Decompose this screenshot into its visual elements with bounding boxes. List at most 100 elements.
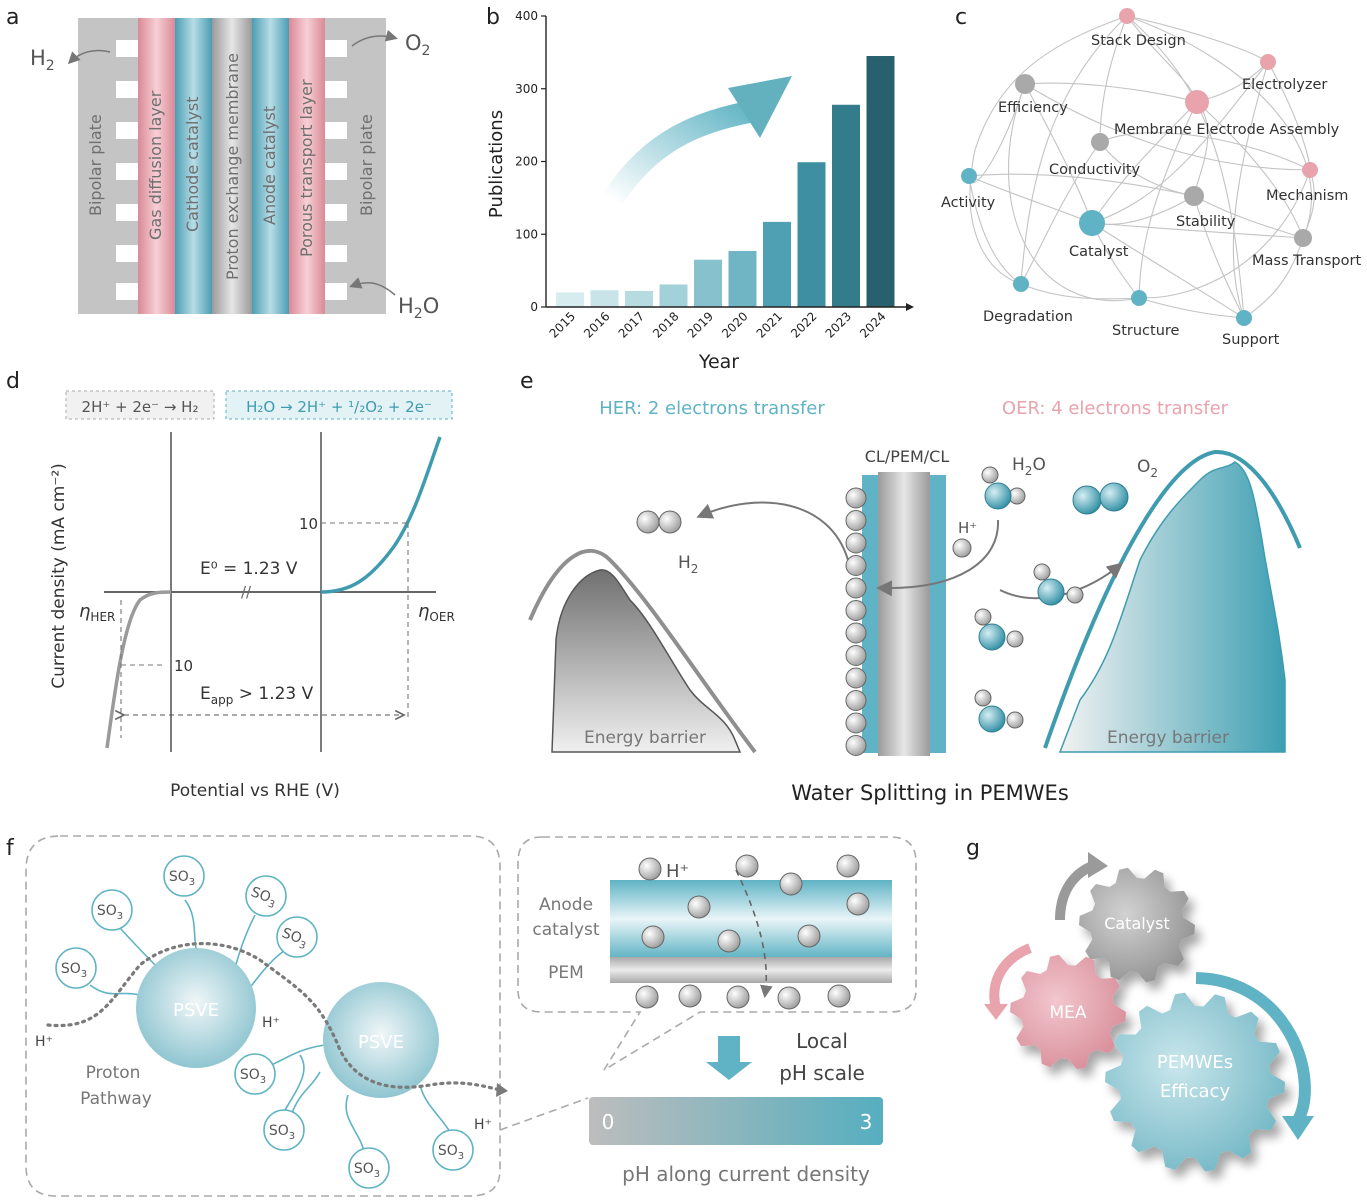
so3-ring <box>163 855 205 897</box>
label-catalyst: Catalyst <box>1069 244 1129 260</box>
so3-label: SO3 <box>354 1161 380 1180</box>
node-electrolyzer <box>1260 54 1276 70</box>
ph-callout-bubble <box>517 836 917 1071</box>
proton-ball-f <box>635 985 659 1009</box>
anode-catalyst-layer <box>252 18 289 314</box>
layer-label-anode: Anode catalyst <box>260 106 279 225</box>
bar-2015 <box>556 292 584 307</box>
pemwes-efficacy-gear-icon <box>1105 992 1285 1172</box>
label-electrolyzer: Electrolyzer <box>1242 77 1327 93</box>
chain-ball <box>845 487 867 509</box>
proton-ball-f <box>836 854 860 878</box>
so3-ring <box>276 916 318 958</box>
chain-ball <box>845 577 867 599</box>
layer-label-cathode: Cathode catalyst <box>183 97 202 232</box>
h2o-label-a: H2O <box>398 294 439 322</box>
bar-2023 <box>832 104 860 307</box>
label-conductivity: Conductivity <box>1049 162 1141 178</box>
eta-her-label: ηHER <box>79 601 115 624</box>
pem-bar <box>610 957 892 983</box>
so3-label: SO3 <box>169 869 195 888</box>
eta-oer-label: ηOER <box>418 601 455 624</box>
guide-lines <box>120 522 409 738</box>
oer-10-label: 10 <box>299 515 318 533</box>
chain-ball <box>845 600 867 621</box>
e0-label: E⁰ = 1.23 V <box>200 559 298 579</box>
label-mechanism: Mechanism <box>1266 188 1348 204</box>
h2o-in-arrow <box>349 277 396 296</box>
panel-e-water-splitting: HER: 2 electrons transfer OER: 4 electro… <box>528 398 1302 805</box>
label-degradation: Degradation <box>983 309 1073 325</box>
node-mea <box>1185 90 1209 114</box>
oer-equation: H₂O → 2H⁺ + ¹/₂O₂ + 2e⁻ <box>246 398 432 416</box>
node-structure <box>1131 290 1147 306</box>
o2-out-arrow <box>351 29 398 47</box>
her-10-label: 10 <box>174 657 193 675</box>
chain-ball <box>845 690 867 711</box>
her-energy-barrier <box>551 569 742 753</box>
chain-ball <box>845 622 867 644</box>
chain-ball <box>845 555 867 576</box>
layer-label-bipolar-left: Bipolar plate <box>86 114 105 216</box>
hplus-label-e: H⁺ <box>958 519 977 537</box>
her-curve <box>105 590 172 749</box>
x-tick-2020: 2020 <box>719 309 750 340</box>
network-nodes <box>961 8 1318 326</box>
y-tick-0: 0 <box>530 300 538 314</box>
layer-label-bipolar-right: Bipolar plate <box>357 114 376 216</box>
x-tick-2019: 2019 <box>685 309 716 340</box>
label-mass-transport: Mass Transport <box>1252 253 1361 269</box>
proton-ball-f <box>687 895 711 919</box>
chain-ball <box>845 712 867 734</box>
efficacy-rotation-arrow <box>1195 972 1311 1123</box>
water-splitting-caption: Water Splitting in PEMWEs <box>791 781 1069 805</box>
proton-ball-f <box>777 986 801 1010</box>
proton-ball-f <box>638 857 662 881</box>
proton-ball-f <box>726 985 750 1009</box>
water-molecules <box>974 466 1084 733</box>
x-tick-2018: 2018 <box>650 309 681 340</box>
gear-label-efficacy: Efficacy <box>1160 1081 1231 1102</box>
node-activity <box>961 168 977 184</box>
panel-letter-a: a <box>6 5 19 30</box>
so3-label: SO3 <box>97 903 123 922</box>
bar-2019 <box>694 259 722 307</box>
so3-ring <box>234 1053 276 1095</box>
h2o-label-e: H2O <box>1012 455 1046 478</box>
gear-label-mea: MEA <box>1049 1003 1086 1023</box>
node-stability <box>1184 186 1204 206</box>
label-stability: Stability <box>1176 214 1236 230</box>
oer-energy-barrier <box>1058 461 1286 753</box>
mea-rotation-arrow <box>989 943 1033 1010</box>
gear-set <box>1010 867 1285 1172</box>
h2-release-arrow <box>696 501 849 561</box>
h2-label-a: H2 <box>30 46 55 74</box>
so3-label: SO3 <box>248 884 279 911</box>
catalyst-gear-icon <box>1079 867 1195 983</box>
proton-ball-f <box>717 929 741 953</box>
panel-letter-f: f <box>6 836 15 861</box>
axis-break: // <box>241 583 252 601</box>
node-stack-design <box>1119 8 1135 24</box>
label-mea: Membrane Electrode Assembly <box>1114 122 1340 138</box>
node-conductivity <box>1091 133 1109 151</box>
proton-ball-f <box>779 872 803 896</box>
proton-ball-f <box>678 984 702 1008</box>
hplus-label-f-left: H⁺ <box>35 1034 53 1050</box>
x-tick-2016: 2016 <box>581 309 612 340</box>
gas-diffusion-layer <box>138 18 175 314</box>
so3-label: SO3 <box>438 1143 464 1162</box>
psve-label-2: PSVE <box>358 1032 404 1053</box>
panel-letter-d: d <box>6 369 20 394</box>
chain-ball <box>845 667 867 689</box>
proton-ball-f <box>641 925 665 949</box>
x-axis-arrow <box>906 303 914 311</box>
bar-2016 <box>590 290 619 307</box>
x-axis-title: Year <box>698 351 739 373</box>
psve-sphere-1 <box>136 948 256 1068</box>
cl-pem-cl-label: CL/PEM/CL <box>865 447 950 466</box>
bar-2017 <box>625 290 653 307</box>
